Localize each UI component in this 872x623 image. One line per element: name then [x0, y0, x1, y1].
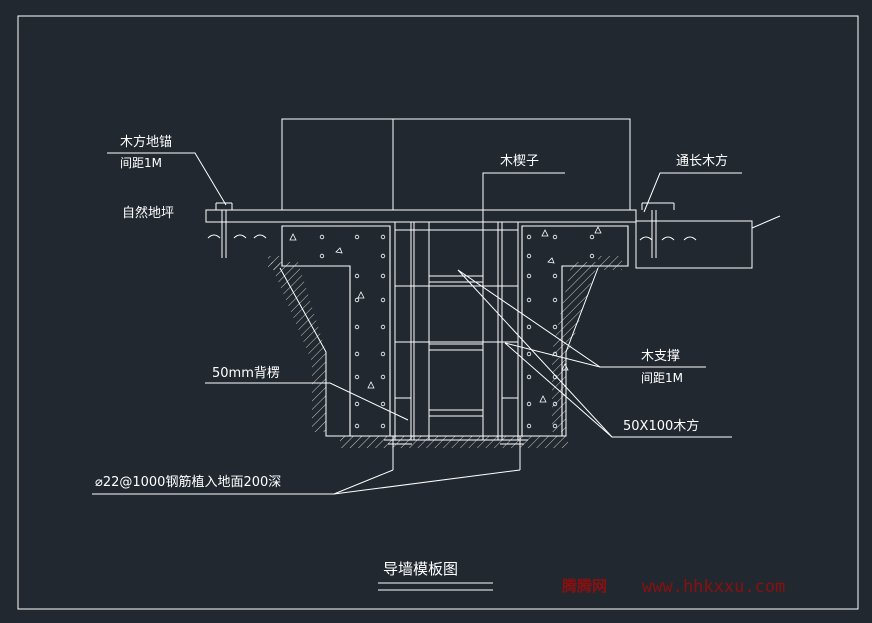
right-ground-anchor [639, 202, 697, 258]
left-ground-anchor [207, 202, 267, 258]
rebar-dowels [392, 436, 521, 470]
label-wood-support: 木支撑 [641, 349, 680, 364]
watermark-url: www.hhkxxu.com [642, 577, 785, 597]
soil-hatching [268, 256, 622, 448]
leader-lines [92, 152, 742, 495]
label-timber-size: 50X100木方 [623, 418, 699, 434]
label-backing: 50mm背楞 [212, 366, 280, 381]
left-guide-wall [281, 225, 391, 437]
watermark-brand: 腾腾网 [561, 577, 607, 595]
label-natural-ground: 自然地坪 [122, 205, 174, 221]
ground-level [205, 209, 781, 269]
title-underline [378, 582, 493, 591]
label-wedge: 木楔子 [500, 154, 539, 169]
formwork-timbers [384, 222, 528, 445]
label-rebar: ⌀22@1000钢筋植入地面200深 [95, 474, 281, 490]
top-structure [281, 118, 631, 211]
wood-supports [395, 229, 518, 417]
label-support-spacing: 间距1M [641, 371, 683, 385]
drawing-frame [17, 15, 859, 610]
label-anchor: 木方地锚 [120, 134, 172, 150]
label-anchor-spacing: 间距1M [120, 156, 162, 170]
label-long-timber: 通长木方 [676, 153, 728, 169]
drawing-title: 导墙模板图 [383, 560, 458, 578]
